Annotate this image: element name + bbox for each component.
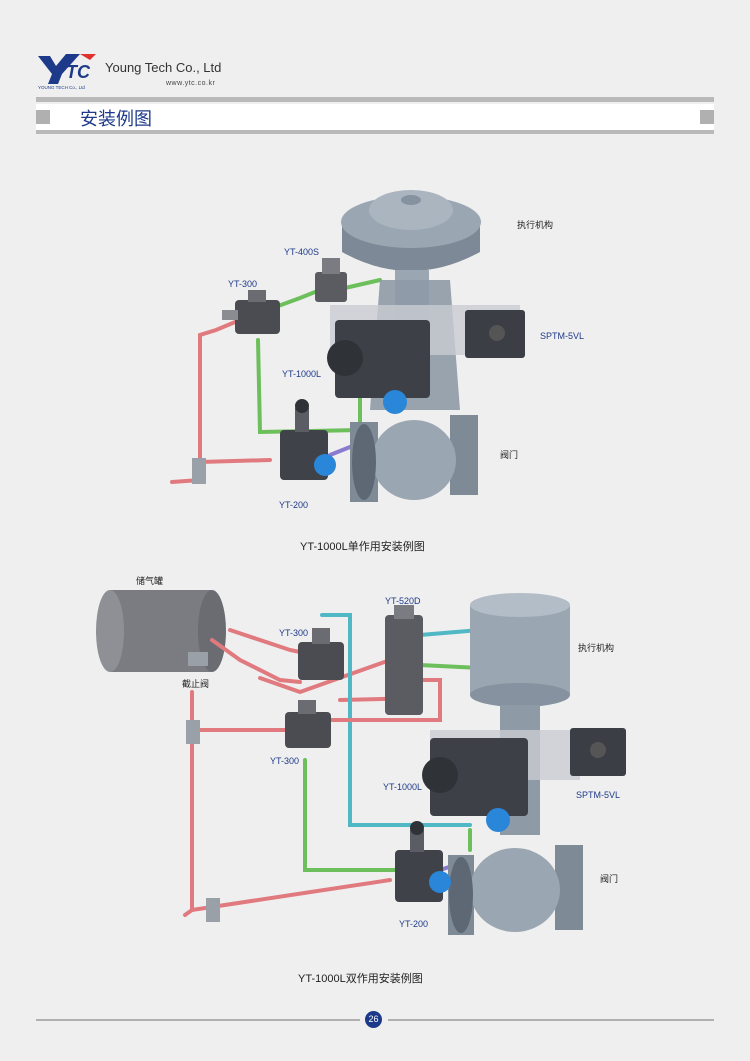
yt400s-booster — [315, 258, 347, 302]
sptm-transmitter-2 — [570, 728, 626, 776]
label-yt300-bottom: YT-300 — [270, 756, 300, 766]
label-valve-2: 阀门 — [600, 874, 619, 884]
shutoff-valve — [188, 652, 208, 666]
page-number: 26 — [365, 1011, 382, 1028]
yt520d-lock-valve — [385, 605, 423, 715]
label-actuator: 执行机构 — [517, 220, 554, 230]
ytc-logo: TC YOUNG TECH Co., Ltd — [38, 54, 96, 90]
label-yt300: YT-300 — [228, 279, 258, 289]
label-yt520d: YT-520D — [385, 596, 421, 606]
yt1000l-positioner — [327, 320, 430, 414]
pipe-tee-2 — [186, 720, 200, 744]
double-acting-pipes — [183, 613, 482, 917]
section-title: 安装例图 — [80, 109, 152, 129]
company-website: www.ytc.co.kr — [166, 80, 216, 87]
valve-body-2 — [448, 845, 583, 935]
yt200-filter — [280, 399, 336, 480]
svg-text:YOUNG TECH Co., Ltd: YOUNG TECH Co., Ltd — [38, 85, 85, 90]
company-name: Young Tech Co., Ltd — [105, 60, 222, 75]
label-sptm-2: SPTM-5VL — [576, 790, 621, 800]
single-acting-diagram — [170, 190, 525, 502]
label-actuator-2: 执行机构 — [578, 643, 615, 653]
figure2-caption: YT-1000L双作用安装例图 — [298, 973, 423, 985]
pipe-tee — [192, 458, 206, 484]
yt300-regulator-bottom — [285, 700, 331, 748]
section-marker-left — [36, 110, 50, 124]
label-yt1000l: YT-1000L — [282, 369, 322, 379]
section-bar — [36, 104, 714, 130]
label-yt1000l-2: YT-1000L — [383, 782, 423, 792]
footer-rule-left — [36, 1019, 360, 1021]
label-tank: 储气罐 — [136, 576, 164, 586]
pipe-tee-3 — [206, 898, 220, 922]
label-valve: 阀门 — [500, 450, 519, 460]
yt1000l-positioner-2 — [422, 738, 528, 832]
figure1-caption: YT-1000L单作用安装例图 — [300, 541, 425, 553]
double-acting-diagram — [96, 590, 626, 935]
yt300-regulator-top — [298, 628, 344, 680]
label-yt200-2: YT-200 — [399, 919, 429, 929]
section-marker-right — [700, 110, 714, 124]
valve-body — [350, 415, 478, 502]
sptm-transmitter — [465, 310, 525, 358]
label-yt400s: YT-400S — [284, 247, 320, 257]
header-divider — [36, 97, 714, 102]
footer-rule-right — [388, 1019, 714, 1021]
label-sptm: SPTM-5VL — [540, 331, 585, 341]
section-bar-divider — [36, 130, 714, 134]
yt200-filter-2 — [395, 821, 451, 902]
storage-tank — [96, 590, 226, 672]
label-shutoff-valve: 截止阀 — [182, 679, 210, 689]
yt300-regulator — [222, 290, 280, 334]
label-yt300-top: YT-300 — [279, 628, 309, 638]
label-yt200: YT-200 — [279, 500, 309, 510]
svg-text:TC: TC — [66, 62, 91, 82]
